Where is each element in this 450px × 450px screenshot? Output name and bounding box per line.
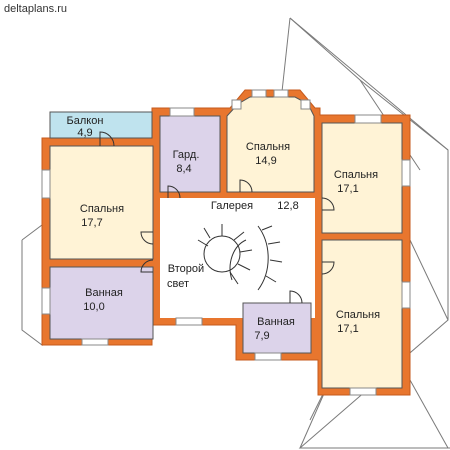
bedroom-top-label: Спальня (246, 141, 290, 153)
bath-left-area: 10,0 (83, 301, 104, 313)
stair-tread (265, 275, 277, 283)
room-labels: Балкон 4,9 Гард. 8,4 Спальня 14,9 Спальн… (67, 115, 381, 342)
bedroom-left-area: 17,7 (81, 217, 102, 229)
stair-void (233, 226, 315, 298)
stair-tread (269, 259, 283, 263)
closet-label: Гард. (173, 149, 200, 161)
second-light-line1: Второй (168, 263, 204, 275)
bath-left-label: Ванная (85, 287, 123, 299)
door-swing (167, 185, 181, 199)
window (175, 317, 203, 326)
bath-center-area: 7,9 (254, 330, 269, 342)
bedroom-right-bottom-room (321, 239, 403, 389)
window (231, 99, 242, 110)
stair-tread (197, 239, 209, 247)
doors (99, 131, 335, 304)
balcony-label: Балкон (67, 115, 104, 127)
roof-line (409, 379, 449, 449)
window (81, 338, 109, 346)
window (41, 287, 51, 315)
window (41, 169, 51, 199)
windows (41, 89, 411, 396)
door-swing (321, 197, 335, 211)
window (349, 387, 377, 396)
bath-center-label: Ванная (257, 316, 295, 328)
stair-tread (229, 271, 239, 285)
bedroom-right-bottom-label: Спальня (336, 309, 380, 321)
door-swing (140, 231, 154, 245)
bedroom-top-area: 14,9 (255, 155, 276, 167)
balcony-area: 4,9 (77, 127, 92, 139)
bedroom-left-label: Спальня (80, 203, 124, 215)
stair-tread (239, 249, 253, 253)
bedroom-right-top-room (321, 122, 403, 234)
door-swing (239, 179, 253, 193)
closet-area: 8,4 (176, 163, 191, 175)
window (354, 114, 382, 124)
bath-center-room (242, 302, 312, 354)
door-swing (289, 290, 303, 304)
window (251, 89, 267, 98)
gallery-room (160, 198, 315, 226)
stair-tread (233, 231, 245, 241)
bedroom-right-bottom-area: 17,1 (337, 323, 358, 335)
stair-tread (261, 225, 273, 231)
closet-room (159, 115, 221, 193)
watermark: deltaplans.ru (4, 3, 67, 15)
stair-inner (229, 239, 247, 281)
second-light-line2: свет (167, 278, 189, 290)
door-swing (99, 131, 115, 147)
gallery-area: 12,8 (277, 200, 298, 212)
stair-tread (237, 263, 251, 271)
stair-outer (257, 225, 269, 291)
door-swing (140, 259, 154, 273)
bedroom-right-top-label: Спальня (334, 169, 378, 181)
roof-line (409, 239, 449, 321)
roof-line (21, 224, 43, 346)
door-swing (321, 261, 335, 275)
balcony-room (49, 111, 153, 139)
spiral-stair (197, 224, 283, 291)
window (401, 281, 411, 309)
window (273, 89, 289, 98)
bedroom-right-top-area: 17,1 (337, 183, 358, 195)
bedroom-left-room (49, 145, 154, 260)
window (254, 352, 282, 361)
rooms (49, 96, 403, 389)
window (401, 159, 411, 187)
gallery-label: Галерея (211, 200, 253, 212)
stair-tread (267, 241, 281, 245)
window (300, 99, 311, 110)
stair-tread (203, 227, 211, 239)
window (169, 107, 195, 117)
